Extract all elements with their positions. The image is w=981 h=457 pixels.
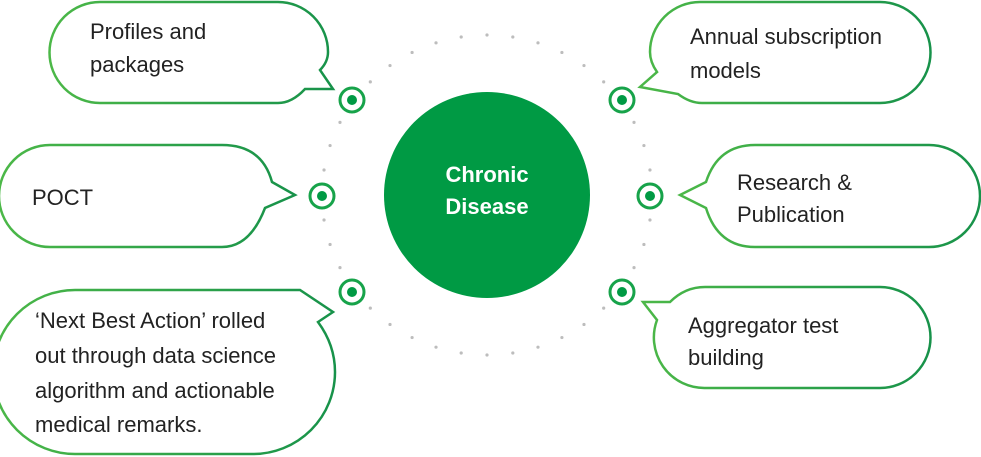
ring-dot	[536, 345, 540, 349]
bubble-text: building	[688, 345, 764, 370]
bubble-text: Annual subscription	[690, 24, 882, 49]
ring-dot	[485, 353, 489, 357]
ring-dot	[368, 80, 372, 84]
ring-dot	[410, 50, 414, 55]
ring-dot	[328, 143, 332, 148]
ring-dot	[560, 50, 564, 55]
ring-dot	[632, 266, 636, 270]
ring-dot	[388, 63, 392, 68]
ring-dot	[338, 266, 342, 270]
ring-dot	[602, 306, 606, 310]
ring-dot	[642, 143, 646, 148]
bubble-profiles: Profiles and packages	[48, 0, 336, 105]
ring-dot	[459, 35, 463, 39]
ring-dot	[648, 218, 652, 222]
ring-dot	[536, 41, 540, 45]
bubble-text: models	[690, 58, 761, 83]
ring-dot	[511, 351, 515, 355]
ring-dot	[368, 306, 372, 310]
ring-dot	[485, 33, 489, 37]
ring-dot	[322, 168, 326, 172]
center-label-line1: Chronic	[445, 162, 528, 187]
ring-dot	[410, 335, 414, 340]
bubble-text: Research &	[737, 170, 852, 195]
ring-dot	[642, 242, 646, 247]
ring-dot	[322, 218, 326, 222]
bubble-text: medical remarks.	[35, 412, 202, 437]
ring-dot	[602, 80, 606, 84]
bubble-annual-subscription: Annual subscription models	[637, 0, 932, 105]
ring-dot	[338, 120, 342, 124]
ring-dot	[434, 41, 438, 45]
ring-dot	[582, 322, 586, 327]
bubble-research: Research & Publication	[677, 143, 981, 249]
bubble-text: POCT	[32, 185, 93, 210]
center-circle	[384, 92, 590, 298]
bubble-text: algorithm and actionable	[35, 378, 275, 403]
bubble-text: Publication	[737, 202, 845, 227]
ring-dot	[388, 322, 392, 327]
ring-dot	[459, 351, 463, 355]
ring-dot	[632, 120, 636, 124]
bubble-text: packages	[90, 52, 184, 77]
ring-dot	[582, 63, 586, 68]
bubble-aggregator: Aggregator test building	[640, 285, 932, 390]
ring-dot	[328, 242, 332, 247]
ring-dot	[648, 168, 652, 172]
ring-dot	[511, 35, 515, 39]
bubble-text: out through data science	[35, 343, 276, 368]
bubble-text: Aggregator test	[688, 313, 838, 338]
center-label-line2: Disease	[445, 194, 528, 219]
bubble-text: Profiles and	[90, 19, 206, 44]
bubble-next-best-action: ‘Next Best Action’ rolled out through da…	[0, 288, 337, 456]
bubble-text: ‘Next Best Action’ rolled	[35, 308, 265, 333]
bubble-poct: POCT	[0, 143, 298, 249]
ring-dot	[560, 335, 564, 340]
ring-dot	[434, 345, 438, 349]
